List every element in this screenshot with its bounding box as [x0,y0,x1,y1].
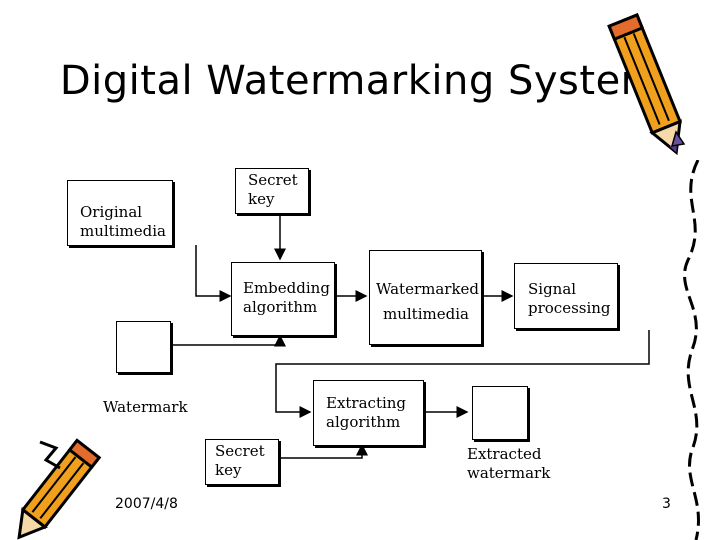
watermark-box [116,321,171,373]
pencil-clipart-icon [607,13,686,156]
signal-processing-label: Signal processing [528,280,611,317]
arrow-watermark-to-embedding [170,334,286,347]
embedding-algorithm-label: Embedding algorithm [243,279,330,316]
secret-key-box-top [235,168,309,214]
watermarked-label: Watermarked [376,280,480,298]
signal-processing-box [514,263,618,329]
watermarked-multimedia-box [369,250,482,345]
watermark-label: Watermark [103,398,188,416]
pencil-clipart-icon [17,438,102,540]
original-multimedia-box [67,180,173,246]
slide-title: Digital Watermarking System [59,58,661,104]
extracted-watermark-label: Extracted watermark [467,445,551,482]
arrow-signal-to-extracting [275,330,650,418]
page-number: 3 [662,496,671,512]
ribbon-decoration-icon [683,160,700,540]
multimedia-label: multimedia [383,305,469,323]
secret-key-label-bottom: Secret key [215,442,265,479]
embedding-algorithm-box [231,262,335,336]
extracting-algorithm-label: Extracting algorithm [326,394,407,431]
secret-key-box-bottom [205,439,279,485]
extracted-watermark-box [472,386,528,440]
slide-date: 2007/4/8 [115,496,178,512]
arrow-key-to-extracting [278,443,368,459]
secret-key-label-top: Secret key [248,171,298,208]
arrow-original-to-embedding [195,245,232,302]
extracting-algorithm-box [313,380,424,446]
original-multimedia-label: Original multimedia [80,203,166,240]
